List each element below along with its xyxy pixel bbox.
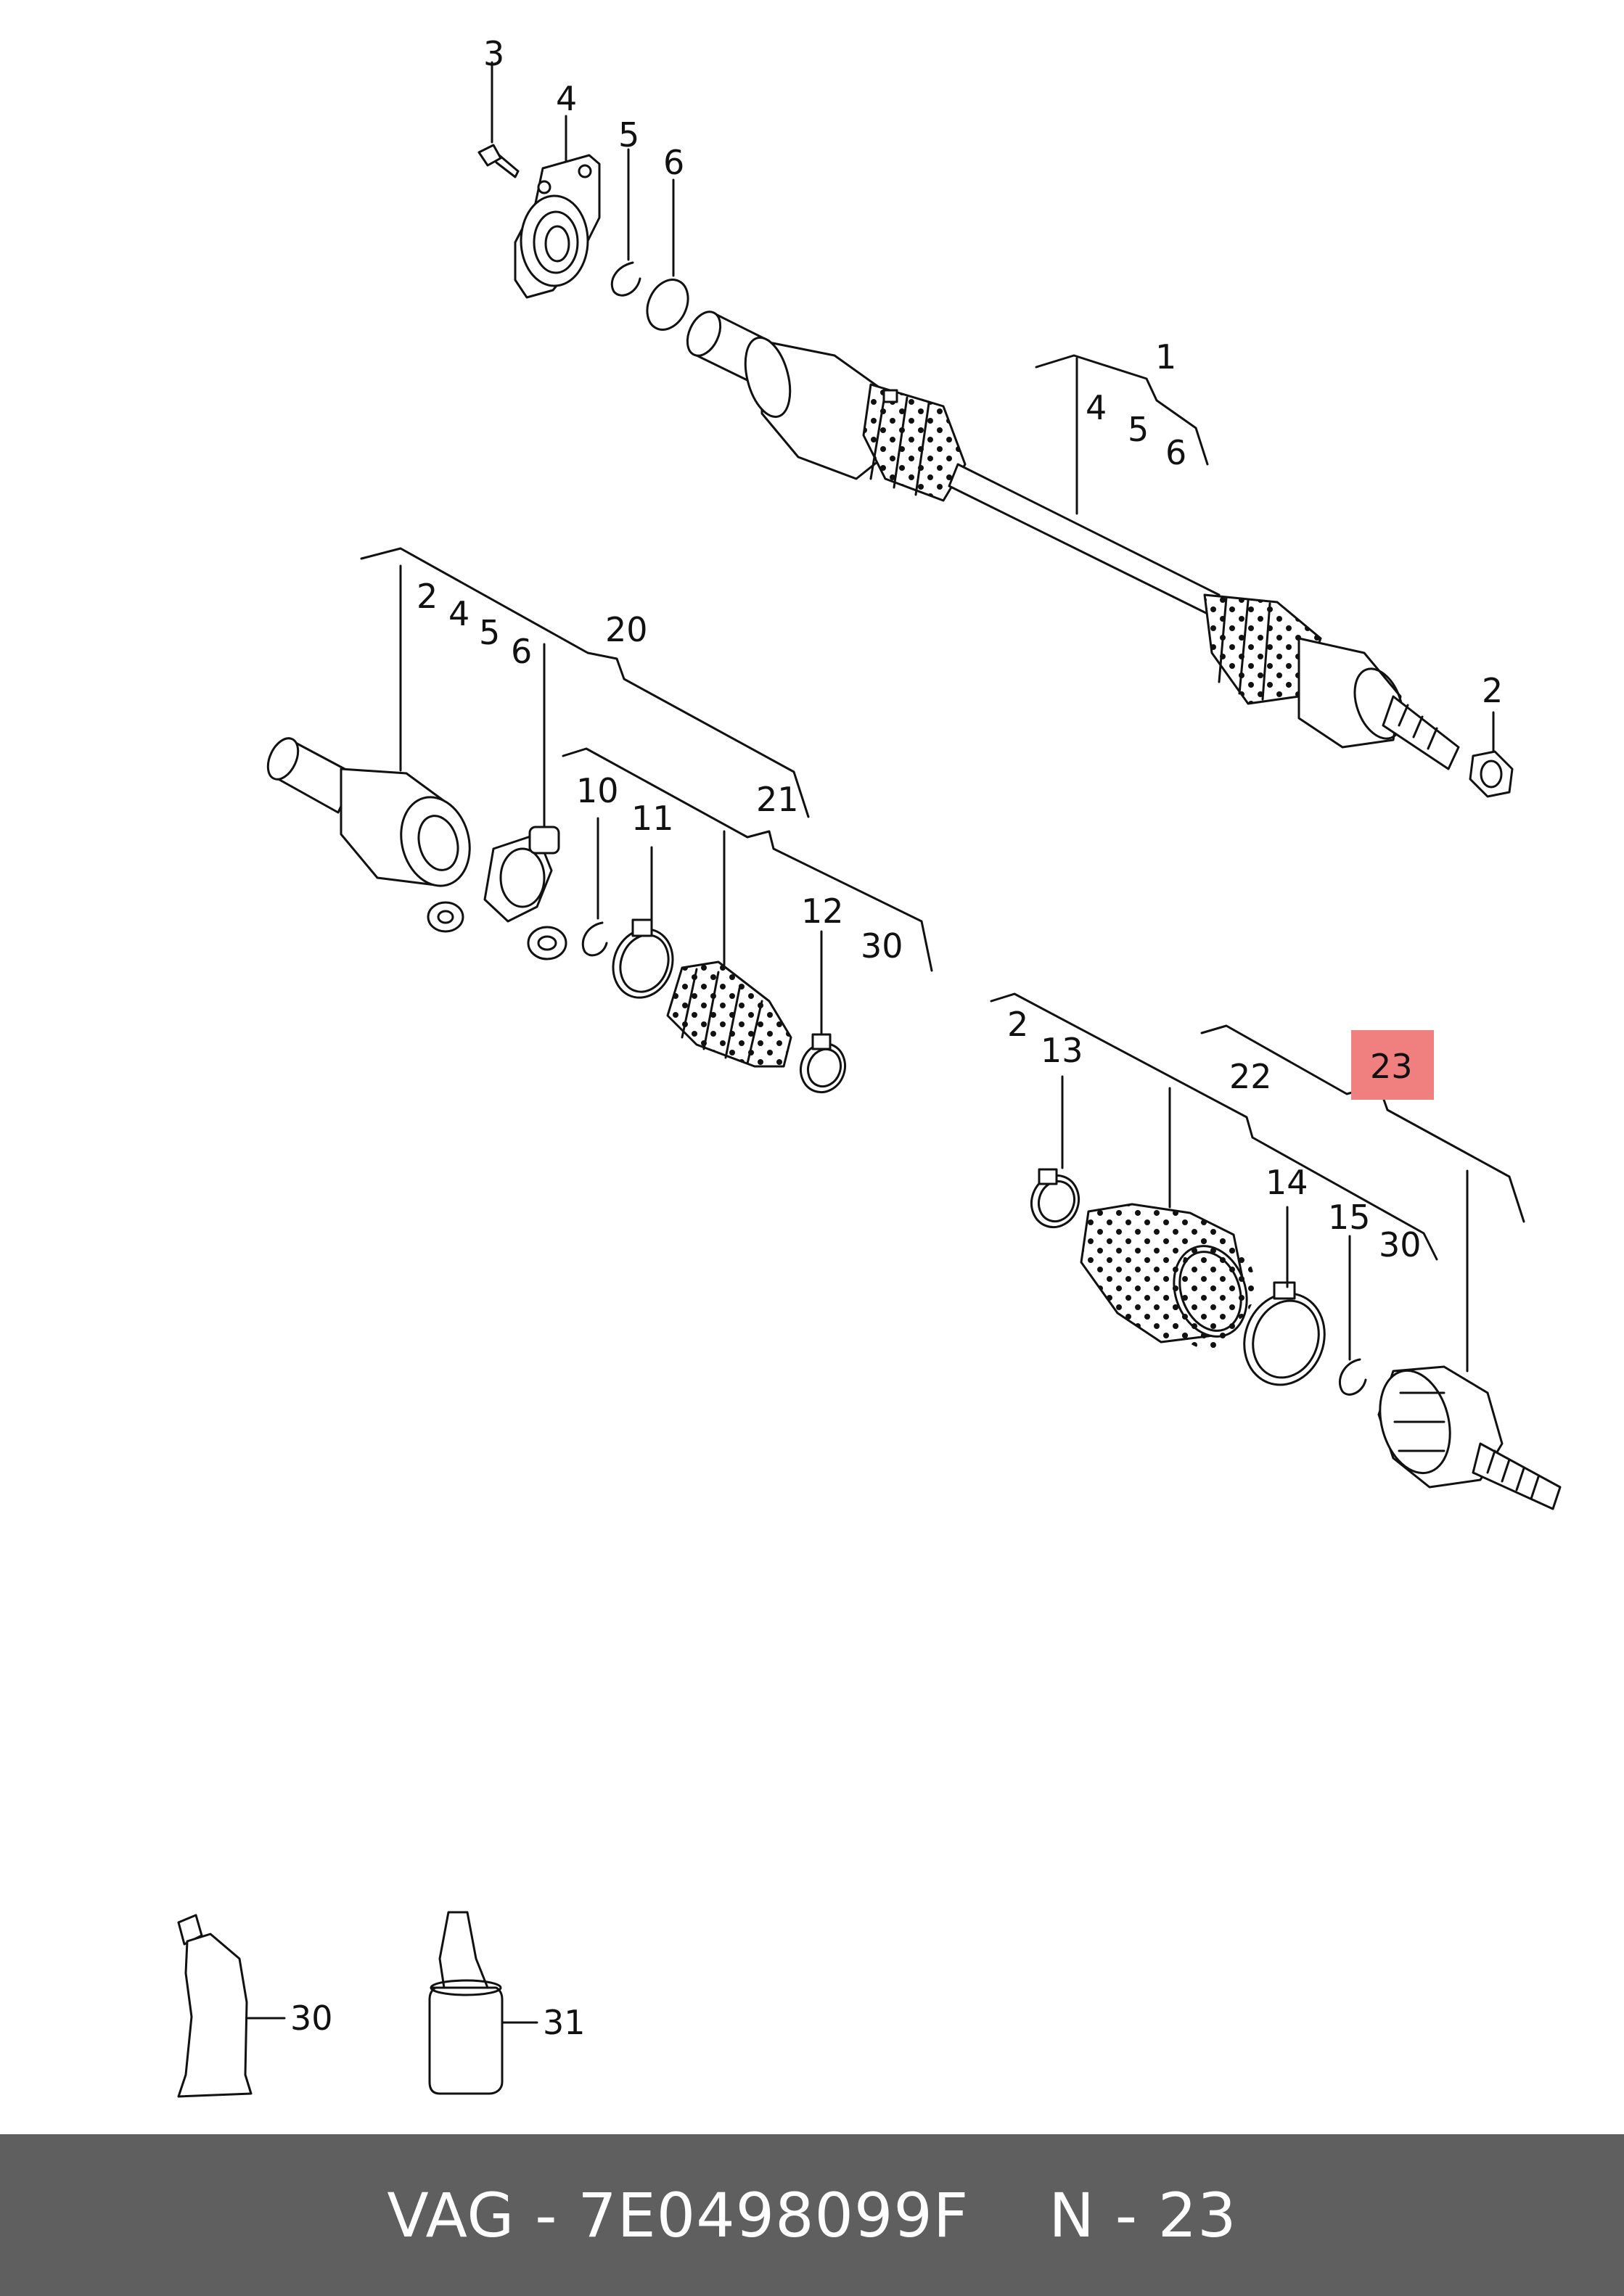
callout-2-low: 2	[1007, 1005, 1028, 1044]
callout-15: 15	[1328, 1198, 1371, 1237]
footer-reference: N - 23	[1049, 2179, 1237, 2251]
callout-5: 5	[618, 115, 639, 155]
callout-1-4: 4	[1086, 388, 1107, 427]
bolt-part	[477, 144, 520, 178]
callout-21: 21	[756, 780, 799, 819]
callout-4: 4	[556, 79, 577, 118]
callout-20-4: 4	[448, 594, 469, 633]
footer-part-number: VAG - 7E0498099F	[387, 2179, 969, 2251]
circlip-part	[610, 261, 641, 297]
footer-bar: VAG - 7E0498099F N - 23	[0, 2134, 1624, 2296]
nut-part	[1469, 750, 1514, 798]
highlight-box	[1351, 1030, 1434, 1100]
parts-diagram: 3 4 5 6 1 4 5 6 2 20 2 4 5 6 10 11 21 12…	[177, 34, 1562, 2098]
callout-3: 3	[483, 34, 504, 73]
inner-joint-kit	[266, 737, 846, 1094]
callout-14: 14	[1266, 1163, 1308, 1202]
callout-labels: 3 4 5 6 1 4 5 6 2 20 2 4 5 6 10 11 21 12…	[290, 34, 1503, 2042]
o-ring-part	[646, 279, 689, 331]
leader-lines	[247, 61, 1525, 2024]
callout-1: 1	[1155, 337, 1176, 377]
callout-10: 10	[576, 771, 619, 810]
callout-13: 13	[1041, 1031, 1083, 1070]
callout-23: 23	[1370, 1047, 1413, 1086]
callout-31: 31	[543, 2003, 586, 2042]
callout-20-5: 5	[479, 613, 500, 652]
sealant-bottle	[428, 1911, 504, 2095]
callout-1-6: 6	[1165, 433, 1186, 472]
callout-22: 22	[1229, 1057, 1272, 1096]
outer-joint-kit	[1030, 1168, 1562, 1510]
callout-1-5: 5	[1128, 410, 1149, 449]
callout-2-top: 2	[1482, 671, 1503, 710]
callout-20-2: 2	[417, 577, 438, 616]
callout-20-6: 6	[511, 632, 532, 671]
callout-30-low: 30	[1379, 1225, 1422, 1264]
callout-30-tube: 30	[290, 1999, 333, 2038]
bearing-bracket-part	[514, 154, 601, 299]
callout-30-mid: 30	[861, 926, 903, 966]
callout-11: 11	[631, 799, 674, 838]
callout-20: 20	[605, 610, 648, 649]
top-drive-shaft	[477, 144, 1514, 798]
grease-tube	[177, 1914, 253, 2098]
callout-12: 12	[801, 892, 844, 931]
callout-6: 6	[663, 143, 684, 182]
